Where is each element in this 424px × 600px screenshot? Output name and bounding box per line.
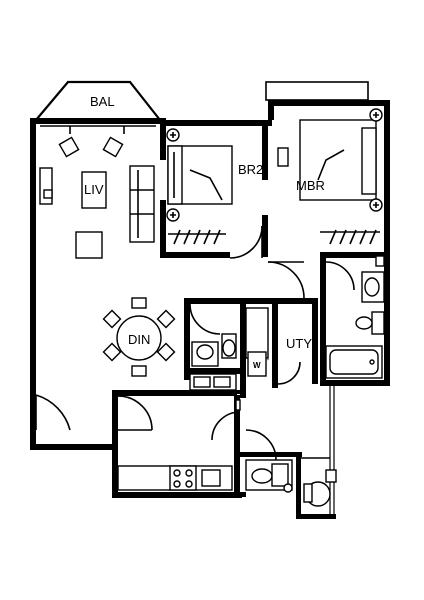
windows — [33, 125, 156, 380]
living-furniture — [39, 126, 155, 259]
master-bath — [325, 255, 385, 379]
room-labels: BAL LIV BR2 MBR DIN UTY — [84, 94, 325, 351]
utility-label: UTY — [286, 336, 312, 351]
washer-label: W — [253, 361, 261, 370]
walls — [30, 80, 390, 519]
washer: W — [247, 351, 267, 377]
br2-furniture — [166, 128, 233, 245]
kitchen — [117, 373, 237, 491]
master-bedroom-label: MBR — [296, 178, 325, 193]
entry — [235, 399, 337, 507]
dining-furniture — [102, 297, 176, 377]
dining-label: DIN — [128, 332, 150, 347]
bedroom2-label: BR2 — [238, 162, 263, 177]
living-label: LIV — [84, 182, 104, 197]
doors — [35, 225, 355, 461]
hall-bath — [191, 307, 269, 367]
balcony-label: BAL — [90, 94, 115, 109]
small-bath — [245, 459, 293, 493]
mbr-furniture — [277, 108, 383, 245]
